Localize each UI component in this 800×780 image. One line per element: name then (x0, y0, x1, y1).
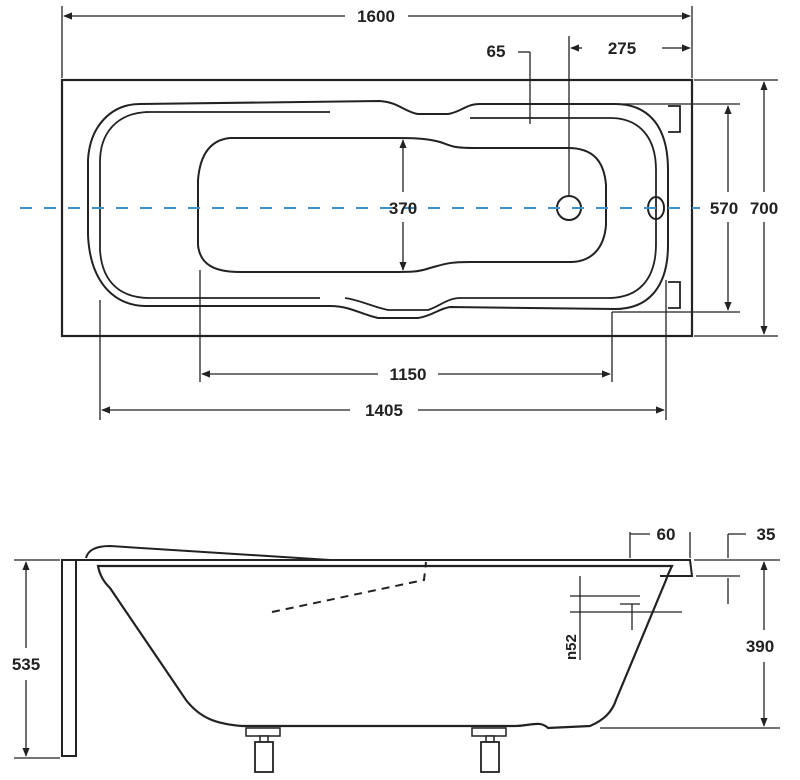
handle-top-right (668, 105, 681, 133)
depth-label: 390 (746, 637, 774, 656)
rim-slab (62, 559, 694, 577)
basin-floor (197, 137, 607, 273)
total-height-label: 535 (12, 655, 40, 674)
basin-rim-ledge (344, 117, 657, 311)
floor-width-label: 370 (389, 199, 417, 218)
tub-body (96, 564, 674, 730)
overflow-size-label: n52 (563, 634, 580, 660)
top-view: 1600 65 275 700 570 370 1150 (20, 6, 778, 420)
foot-right (471, 727, 507, 773)
overall-length-label: 1600 (357, 7, 395, 26)
overall-width-label: 700 (750, 199, 778, 218)
backrest-slope (271, 561, 427, 613)
handle-bottom-right (668, 281, 681, 309)
headrest-profile (85, 544, 331, 561)
inner-length-label: 1405 (365, 401, 403, 420)
overflow-offset-label: 65 (487, 42, 506, 61)
foot-left (245, 727, 281, 773)
basin-rim (87, 99, 669, 319)
rim-width-label: 60 (657, 525, 676, 544)
drain-offset-label: 275 (608, 39, 636, 58)
apron-panel (61, 559, 77, 757)
floor-length-label: 1150 (390, 365, 427, 384)
basin-rim-inner (99, 111, 330, 299)
inner-width-label: 570 (710, 199, 738, 218)
side-view: n52 535 390 60 35 (12, 525, 780, 773)
rim-thickness-label: 35 (757, 525, 776, 544)
